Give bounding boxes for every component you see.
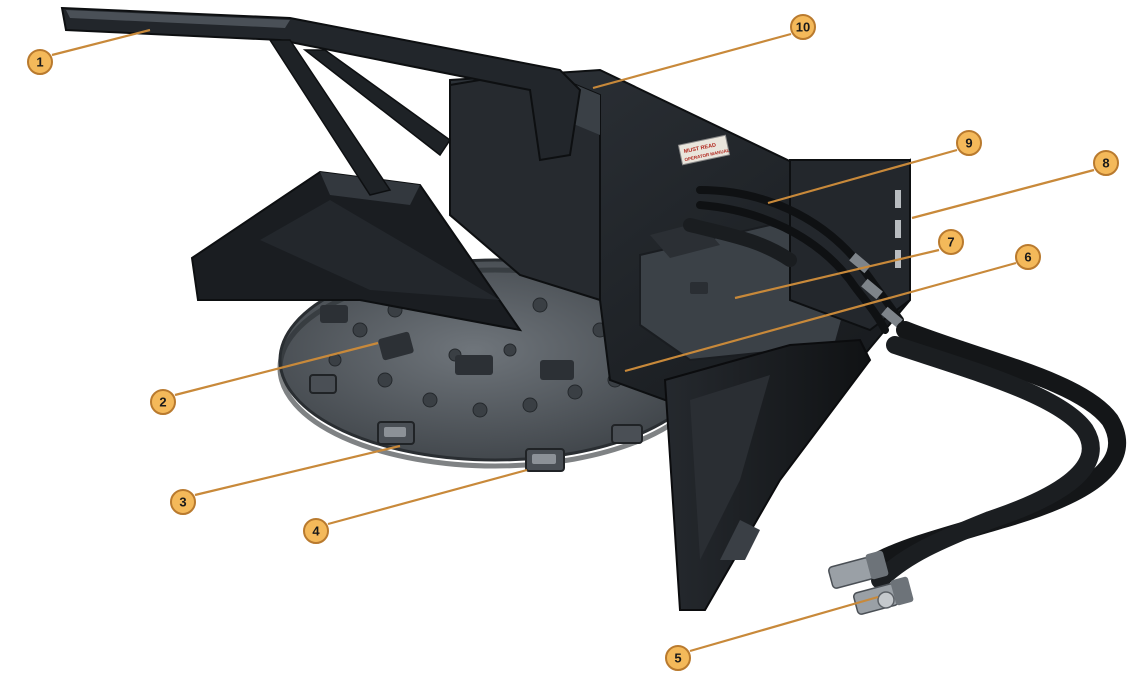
- callout-circle-1: [27, 49, 53, 75]
- callout-line-5: [689, 595, 879, 653]
- callout-circle-6: [1015, 244, 1041, 270]
- callout-label-9: 9: [965, 136, 972, 151]
- cutting-teeth: [309, 374, 643, 472]
- callout-line-4: [327, 468, 528, 526]
- callout-badge-3: 3: [170, 489, 196, 515]
- callout-label-4: 4: [312, 524, 320, 539]
- callout-badge-10: 10: [790, 14, 816, 40]
- hydraulic-supply-hoses: [871, 321, 1126, 589]
- callout-label-8: 8: [1102, 156, 1109, 171]
- callout-circle-8: [1093, 150, 1119, 176]
- callout-badge-4: 4: [303, 518, 329, 544]
- callout-label-2: 2: [159, 395, 166, 410]
- callout-badges: 1 2 3 4 5 6 7 8 9 10: [27, 14, 1119, 671]
- callout-badge-7: 7: [938, 229, 964, 255]
- callout-lines: [51, 28, 1095, 653]
- callout-label-6: 6: [1024, 250, 1031, 265]
- callout-circle-9: [956, 130, 982, 156]
- brush-cutter-illustration: MUST READ OPERATOR MANUAL: [60, 6, 1126, 615]
- callout-circle-4: [303, 518, 329, 544]
- callout-badge-9: 9: [956, 130, 982, 156]
- callout-badge-8: 8: [1093, 150, 1119, 176]
- callout-circle-10: [790, 14, 816, 40]
- callout-line-6: [624, 261, 1017, 373]
- callout-badge-1: 1: [27, 49, 53, 75]
- callout-line-8: [911, 168, 1095, 220]
- callout-label-3: 3: [179, 495, 186, 510]
- callout-badge-6: 6: [1015, 244, 1041, 270]
- callout-badge-2: 2: [150, 389, 176, 415]
- callout-line-1: [51, 28, 151, 57]
- callout-circle-5: [665, 645, 691, 671]
- front-guard-bar: [60, 6, 582, 196]
- callout-line-10: [592, 32, 792, 90]
- callout-label-10: 10: [796, 20, 810, 35]
- callout-label-5: 5: [674, 651, 681, 666]
- callout-line-2: [174, 341, 379, 397]
- callout-badge-5: 5: [665, 645, 691, 671]
- callout-circle-2: [150, 389, 176, 415]
- callout-label-7: 7: [947, 235, 954, 250]
- callout-circle-3: [170, 489, 196, 515]
- callout-line-3: [194, 444, 401, 497]
- hydraulic-quick-couplers: [828, 550, 914, 615]
- callout-line-9: [767, 148, 958, 205]
- callout-label-1: 1: [36, 55, 43, 70]
- callout-line-7: [734, 248, 940, 300]
- callout-circle-7: [938, 229, 964, 255]
